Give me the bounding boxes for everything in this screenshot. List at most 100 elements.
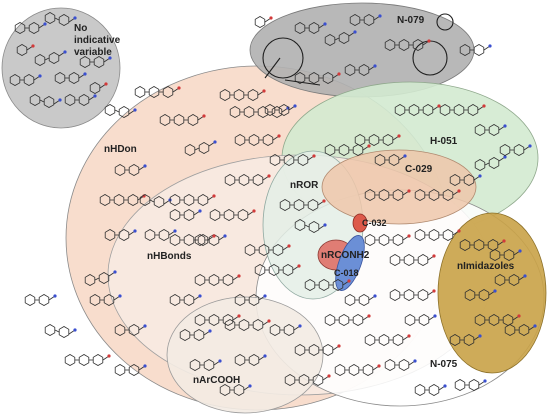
ring-glyph [474,159,486,171]
ring-glyph [169,294,181,306]
ring-glyph [197,194,209,206]
oxygen-atom-glyph [457,229,461,233]
ring-glyph [488,124,500,136]
ring-glyph [364,189,376,201]
oxygen-atom-glyph [267,319,271,323]
ring-glyph [392,234,404,246]
nitrogen-atom-glyph [223,234,227,238]
macrocycle-glyph [436,13,454,31]
ring-glyph [324,34,336,46]
ring-glyph [338,32,350,44]
oxygen-atom-glyph [407,189,411,193]
ring-glyph [384,39,396,51]
ring-glyph [128,164,140,176]
ring-glyph [78,354,90,366]
ring-glyph [247,89,259,101]
ring-glyph [389,289,401,301]
ring-glyph [467,104,479,116]
ring-glyph [173,114,185,126]
label-n075: N-075 [430,359,458,370]
nitrogen-atom-glyph [263,294,267,298]
ring-glyph [252,319,264,331]
ring-glyph [58,326,70,338]
ring-glyph [518,324,530,336]
region-c029 [321,149,477,225]
nitrogen-atom-glyph [73,16,77,20]
nitrogen-atom-glyph [443,384,447,388]
ring-glyph [114,364,126,376]
region-c032 [352,213,368,233]
ring-glyph [222,274,234,286]
ring-glyph [271,106,283,118]
ring-glyph [34,54,46,66]
ring-glyph [234,134,246,146]
ring-glyph [322,344,334,356]
bond-glyph [39,99,45,103]
nitrogen-atom-glyph [63,50,67,54]
bond-glyph [149,199,155,203]
ring-glyph [478,289,490,301]
ring-glyph [412,39,424,51]
ring-glyph [193,329,205,341]
ring-glyph [363,14,375,26]
ring-glyph [324,314,336,326]
ring-glyph [358,64,370,76]
ring-glyph [513,144,525,156]
ring-glyph [68,72,80,84]
ring-glyph [468,379,480,391]
oxygen-atom-glyph [212,194,216,198]
ring-glyph [304,279,316,291]
ring-glyph [503,249,515,261]
ring-glyph [349,14,361,26]
oxygen-atom-glyph [237,274,241,278]
oxygen-atom-glyph [367,144,371,148]
ring-glyph [294,22,306,34]
ring-glyph [422,104,434,116]
ring-glyph [43,96,55,108]
nitrogen-atom-glyph [38,74,42,78]
ring-glyph [308,221,320,233]
ring-glyph [148,86,160,98]
ring-glyph [79,56,91,68]
ring-glyph [428,189,440,201]
ring-glyph [139,194,151,206]
ring-glyph [169,234,181,246]
ring-glyph [428,384,440,396]
nitrogen-atom-glyph [523,274,527,278]
ring-glyph [224,174,236,186]
ring-glyph [449,174,461,186]
ring-glyph [244,244,256,256]
nitrogen-atom-glyph [483,379,487,383]
ring-glyph [14,22,26,34]
oxygen-atom-glyph [517,314,521,318]
nitrogen-atom-glyph [113,270,117,274]
ring-glyph [114,164,126,176]
ring-glyph [252,174,264,186]
ring-glyph [508,274,520,286]
oxygen-atom-glyph [252,209,256,213]
oxygen-atom-glyph [177,86,181,90]
ring-glyph [388,154,400,166]
ring-glyph [294,72,306,84]
nitrogen-atom-glyph [298,324,302,328]
ring-glyph [499,144,511,156]
nitrogen-atom-glyph [478,334,482,338]
ring-glyph [224,319,236,331]
ring-glyph [364,334,376,346]
nitrogen-atom-glyph [373,64,377,68]
nitrogen-atom-glyph [213,140,217,144]
nitrogen-atom-glyph [323,22,327,26]
label-c018: C-018 [334,268,359,278]
ring-glyph [78,94,90,106]
ring-glyph [414,384,426,396]
oxygen-atom-glyph [269,16,273,20]
nitrogen-atom-glyph [73,328,77,332]
ring-glyph [408,104,420,116]
ring-glyph [293,199,305,211]
ring-glyph [208,314,220,326]
bond-glyph [54,329,60,333]
nitrogen-atom-glyph [198,209,202,213]
ring-glyph [128,324,140,336]
nitrogen-atom-glyph [378,14,382,18]
